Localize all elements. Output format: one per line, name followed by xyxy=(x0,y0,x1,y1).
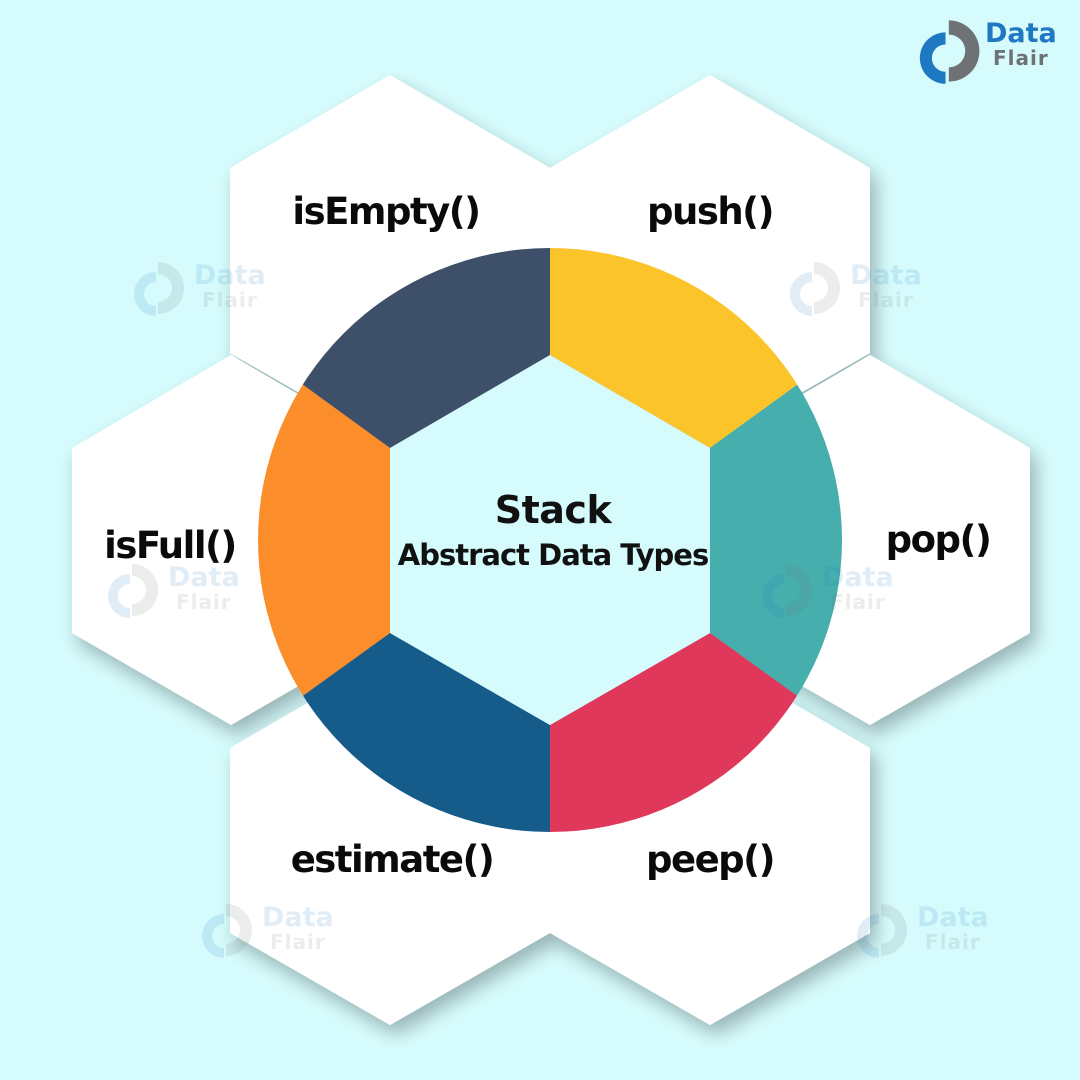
label-estimate: estimate() xyxy=(290,838,495,881)
watermark-logo: Data Flair xyxy=(200,900,340,960)
label-isfull: isFull() xyxy=(104,524,237,567)
watermark-logo: Data Flair xyxy=(106,560,246,620)
dataflair-logo-icon xyxy=(202,904,252,958)
label-push: push() xyxy=(646,190,775,233)
watermark-text: Data xyxy=(917,902,989,933)
watermark-text: Flair xyxy=(858,288,914,312)
dataflair-logo-icon xyxy=(108,564,158,618)
watermark-text: Data xyxy=(822,562,894,593)
diagram-subtitle: Abstract Data Types xyxy=(397,538,709,572)
center-hexagon xyxy=(390,355,710,725)
label-isempty: isEmpty() xyxy=(292,190,481,233)
watermark-text: Flair xyxy=(925,930,981,954)
brand-name-line2: Flair xyxy=(993,46,1049,70)
label-pop: pop() xyxy=(885,518,992,561)
watermark-logo: Data Flair xyxy=(132,258,272,318)
watermark-logo: Data Flair xyxy=(760,560,900,620)
dataflair-logo-icon xyxy=(134,262,184,316)
watermark-text: Data xyxy=(262,902,334,933)
diagram-title: Stack xyxy=(494,488,612,532)
dataflair-logo-icon xyxy=(762,564,812,618)
watermark-logo: Data Flair xyxy=(788,258,928,318)
dataflair-logo-icon xyxy=(919,20,980,84)
brand-name-line1: Data xyxy=(985,18,1057,49)
watermark-text: Flair xyxy=(176,590,232,614)
brand-logo xyxy=(918,14,1058,84)
watermark-text: Flair xyxy=(270,930,326,954)
watermark-text: Data xyxy=(168,562,240,593)
watermark-text: Flair xyxy=(830,590,886,614)
watermark-text: Flair xyxy=(202,288,258,312)
watermark-text: Data xyxy=(850,260,922,291)
petal-pop xyxy=(710,310,842,770)
watermark-text: Data xyxy=(194,260,266,291)
dataflair-logo-icon xyxy=(857,904,907,958)
dataflair-logo-icon xyxy=(790,262,840,316)
label-peep: peep() xyxy=(646,838,775,881)
watermark-logo: Data Flair xyxy=(855,900,995,960)
petal-isfull xyxy=(258,310,390,770)
